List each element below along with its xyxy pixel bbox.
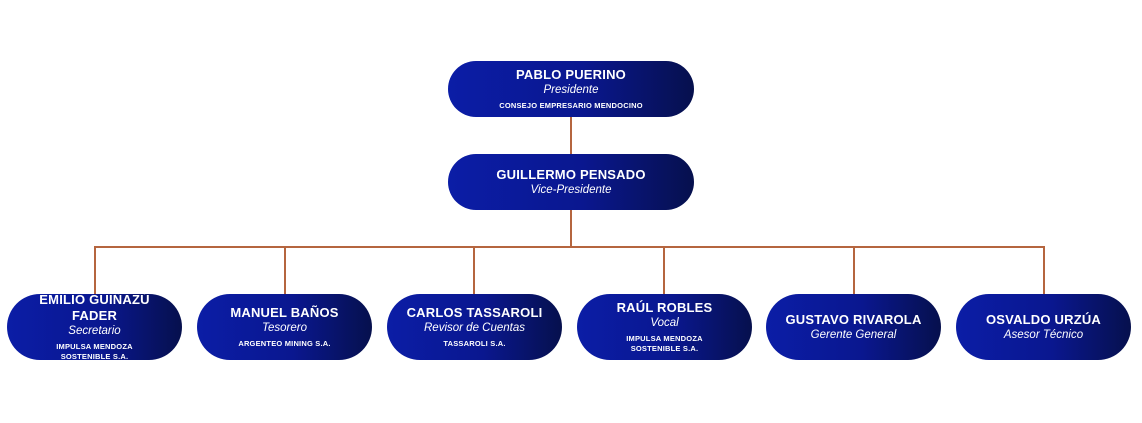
node-role: Secretario [68,325,121,337]
connector-member-4 [663,246,665,295]
connector-president-vice [570,117,572,155]
node-president: PABLO PUERINO Presidente CONSEJO EMPRESA… [448,61,694,117]
node-member: MANUEL BAÑOS Tesorero ARGENTEO MINING S.… [197,294,372,360]
node-member: GUSTAVO RIVAROLA Gerente General [766,294,941,360]
node-role: Revisor de Cuentas [424,322,525,334]
node-org: CONSEJO EMPRESARIO MENDOCINO [499,101,643,110]
node-role: Tesorero [262,322,307,334]
node-role: Vice-Presidente [530,184,612,196]
node-name: RAÚL ROBLES [616,300,713,315]
node-role: Presidente [543,84,599,96]
node-vice-president: GUILLERMO PENSADO Vice-Presidente [448,154,694,210]
node-member: CARLOS TASSAROLI Revisor de Cuentas TASS… [387,294,562,360]
node-role: Gerente General [810,329,897,341]
connector-vice-bus [570,209,572,247]
node-org: IMPULSA MENDOZA SOSTENIBLE S.A. [626,334,703,353]
node-org: ARGENTEO MINING S.A. [238,339,331,348]
node-member: EMILIO GUIÑAZÚ FADER Secretario IMPULSA … [7,292,182,361]
connector-member-6 [1043,246,1045,295]
connector-bus [94,246,1045,248]
node-name: GUSTAVO RIVAROLA [785,312,922,327]
node-role: Vocal [650,317,679,329]
node-member: RAÚL ROBLES Vocal IMPULSA MENDOZA SOSTEN… [577,294,752,360]
node-org: TASSAROLI S.A. [443,339,506,348]
node-name: EMILIO GUIÑAZÚ FADER [39,292,150,323]
node-name: CARLOS TASSAROLI [406,305,543,320]
node-member: OSVALDO URZÚA Asesor Técnico [956,294,1131,360]
connector-member-3 [473,246,475,295]
node-name: MANUEL BAÑOS [230,305,339,320]
connector-member-5 [853,246,855,295]
node-role: Asesor Técnico [1003,329,1084,341]
connector-member-1 [94,246,96,295]
connector-member-2 [284,246,286,295]
node-name: OSVALDO URZÚA [985,312,1102,327]
node-name: GUILLERMO PENSADO [496,167,646,182]
node-name: PABLO PUERINO [516,67,626,82]
node-org: IMPULSA MENDOZA SOSTENIBLE S.A. [56,342,133,361]
